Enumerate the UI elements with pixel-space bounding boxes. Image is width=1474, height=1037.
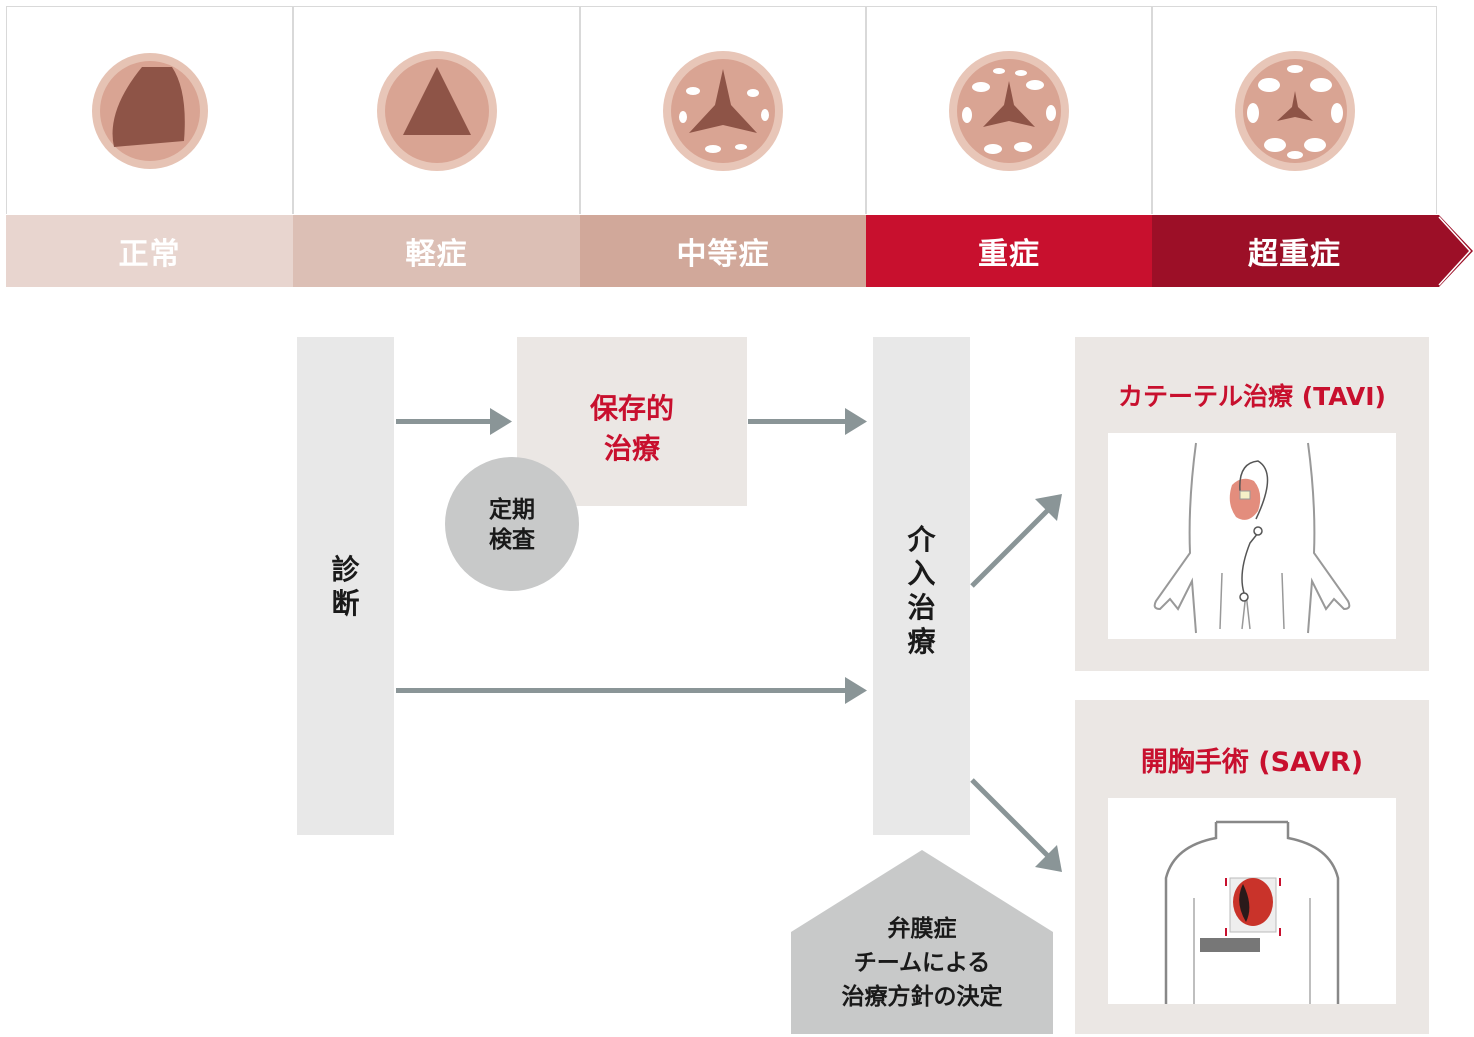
conservative-line-2: 治療 — [603, 432, 660, 465]
valve-severe-image — [949, 51, 1069, 171]
savr-body-image — [1164, 820, 1340, 1004]
stage-mild: 軽症 — [293, 215, 580, 287]
arrow-intervention-to-savr — [970, 778, 1052, 860]
diagnosis-label: 診 断 — [297, 553, 394, 621]
diagnosis-char-1: 診 — [331, 553, 360, 586]
valve-very-severe-image — [1234, 51, 1355, 171]
conservative-line-1: 保存的 — [589, 392, 674, 425]
tavi-title: カテーテル治療 (TAVI) — [1118, 382, 1386, 411]
intervention-char-2: 入 — [907, 557, 936, 590]
arrow-diagnosis-to-intervention — [396, 688, 851, 693]
stage-normal: 正常 — [6, 215, 293, 287]
valve-mild-image — [376, 51, 497, 171]
tavi-body-image — [1153, 442, 1351, 634]
conservative-treatment-label: 保存的 治療 — [517, 389, 747, 469]
periodic-checkup-label: 定期 検査 — [445, 495, 579, 555]
valve-cell-severe — [866, 6, 1152, 214]
intervention-label: 介 入 治 療 — [873, 523, 970, 659]
valve-moderate-image — [663, 51, 783, 171]
diagnosis-char-2: 断 — [331, 587, 360, 620]
tavi-illustration — [1108, 433, 1396, 639]
team-line-1: 弁膜症 — [887, 916, 957, 942]
valve-cell-mild — [293, 6, 580, 214]
team-decision-pentagon — [791, 850, 1053, 1034]
stage-mild-label: 軽症 — [405, 237, 468, 272]
valve-cell-moderate — [580, 6, 866, 214]
savr-panel: 開胸手術 (SAVR) — [1075, 700, 1429, 1034]
intervention-bar: 介 入 治 療 — [873, 337, 970, 835]
stage-very-severe-label: 超重症 — [1248, 237, 1341, 272]
savr-illustration — [1108, 798, 1396, 1004]
stage-moderate: 中等症 — [580, 215, 866, 287]
tavi-panel: カテーテル治療 (TAVI) — [1075, 337, 1429, 671]
arrow-intervention-to-tavi — [970, 506, 1052, 588]
team-line-2: チームによる — [853, 950, 991, 976]
intervention-char-4: 療 — [907, 625, 936, 658]
diagnosis-bar: 診 断 — [297, 337, 394, 835]
stage-severe: 重症 — [866, 215, 1152, 287]
valve-normal-image — [91, 53, 208, 169]
periodic-checkup-circle: 定期 検査 — [445, 457, 579, 591]
checkup-line-2: 検査 — [489, 527, 535, 553]
savr-title: 開胸手術 (SAVR) — [1140, 747, 1364, 778]
stage-very-severe: 超重症 — [1152, 215, 1437, 287]
stage-severe-label: 重症 — [978, 237, 1040, 272]
valve-cell-very-severe — [1152, 6, 1437, 214]
intervention-char-1: 介 — [907, 523, 936, 556]
severity-arrow-head — [1437, 215, 1473, 287]
stage-moderate-label: 中等症 — [676, 237, 770, 272]
team-line-3: 治療方針の決定 — [841, 984, 1003, 1010]
intervention-char-3: 治 — [907, 591, 936, 624]
conservative-treatment-box: 保存的 治療 — [517, 337, 747, 506]
team-decision-label: 弁膜症 チームによる 治療方針の決定 — [790, 912, 1054, 1014]
valve-cell-normal — [6, 6, 293, 214]
arrow-diagnosis-to-conservative — [396, 419, 496, 424]
checkup-line-1: 定期 — [489, 497, 535, 523]
stage-normal-label: 正常 — [118, 237, 181, 272]
arrow-conservative-to-intervention — [748, 419, 851, 424]
